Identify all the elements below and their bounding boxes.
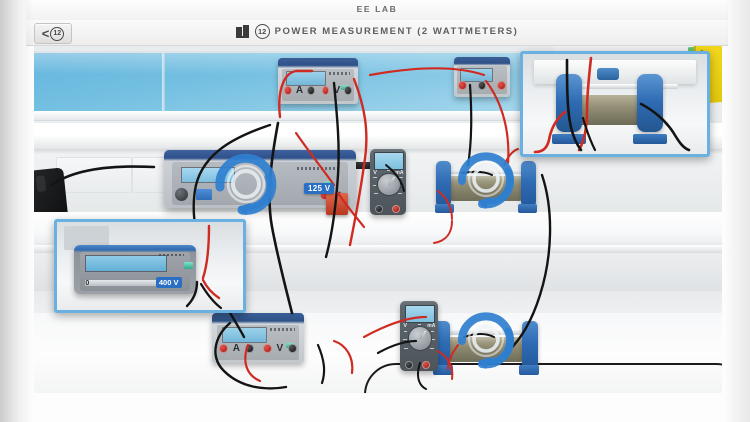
closeup-psu-led-icon <box>183 261 193 269</box>
closeup-rheostat-foot-left <box>552 134 586 144</box>
wattmeter-aux-jack-black[interactable] <box>477 80 487 90</box>
dmm-1-rotary-dial[interactable] <box>377 172 401 197</box>
rheostat-2-end-right <box>522 321 538 369</box>
back-lesson-number: 12 <box>50 26 65 41</box>
handheld-digital-multimeter-2[interactable]: V mA <box>400 301 438 371</box>
window-sill <box>34 111 554 121</box>
wattmeter-2-jack-v-black[interactable] <box>288 343 297 353</box>
closeup-rheostat-end-left <box>556 74 582 132</box>
handheld-digital-multimeter-1[interactable]: V mA <box>370 149 406 215</box>
closeup-rheostat-slider-clip[interactable] <box>596 68 619 80</box>
closeup-psu-brand <box>159 253 184 257</box>
dmm-1-jacks[interactable] <box>375 205 401 214</box>
wattmeter-2-label-v: V <box>276 342 284 354</box>
closeup-psu-voltage-tag: 400 V <box>155 276 182 288</box>
dmm-2-label-ma: mA <box>427 323 436 330</box>
wattmeter-2-jack-v-red[interactable] <box>262 343 272 353</box>
rheostat-2-foot-right <box>519 365 540 375</box>
wattmeter-1-jack-a-red[interactable] <box>284 85 292 95</box>
lesson-toolbar: < 12 12 POWER MEASUREMENT (2 WATTMETERS) <box>26 20 728 46</box>
dmm-1-jack-v[interactable] <box>392 205 401 214</box>
psu-slider[interactable] <box>196 189 213 201</box>
wattmeter-2-jack-a-black[interactable] <box>245 343 254 353</box>
right-edge-shadow <box>724 0 750 422</box>
wattmeter-1-terminals[interactable]: A V <box>284 82 352 99</box>
closeup-psu-slider-min: 0 <box>85 279 90 287</box>
cabinet-drawer-1 <box>56 157 132 193</box>
lesson-title: POWER MEASUREMENT (2 WATTMETERS) <box>274 26 519 37</box>
book-icon <box>235 25 250 38</box>
dmm-2-jack-v[interactable] <box>422 360 431 369</box>
lesson-header: 12 POWER MEASUREMENT (2 WATTMETERS) <box>26 24 728 39</box>
psu-knob[interactable] <box>175 188 189 202</box>
closeup-rheostat-rod <box>563 84 678 89</box>
lab-scene[interactable]: C B <box>34 45 722 393</box>
psu-display <box>180 166 236 184</box>
wattmeter-1-jack-v-red[interactable] <box>321 85 330 95</box>
rheostat-1-end-right <box>521 160 536 207</box>
digital-wattmeter-2[interactable]: A V <box>212 313 304 363</box>
left-edge-shadow <box>0 0 34 422</box>
dmm-2-jack-com[interactable] <box>405 360 414 369</box>
closeup-rheostat-end-right <box>637 74 663 132</box>
lesson-number-badge: 12 <box>254 24 270 39</box>
sliding-rheostat-2[interactable] <box>432 311 540 375</box>
back-button[interactable]: < 12 <box>34 23 72 44</box>
rheostat-1-end-left <box>436 160 451 207</box>
wattmeter-1-jack-v-black[interactable] <box>344 85 352 95</box>
wattmeter-1-brand <box>328 71 351 75</box>
dmm-2-dial-pointer <box>419 330 427 340</box>
dmm-1-jack-com[interactable] <box>375 205 384 214</box>
wattmeter-2-jack-a-red[interactable] <box>219 343 228 353</box>
dmm-1-display <box>374 152 404 171</box>
digital-wattmeter-1[interactable]: A V <box>278 58 358 104</box>
wattmeter-2-brand <box>270 328 296 332</box>
closeup-rheostat-foot-right <box>633 134 667 144</box>
dmm-2-jacks[interactable] <box>405 360 431 369</box>
wattmeter-1-label-v: V <box>333 84 341 96</box>
shunt-resistor-block[interactable] <box>326 193 348 215</box>
app-title: EE LAB <box>356 4 398 14</box>
chevron-left-icon: < <box>41 25 50 41</box>
wattmeter-2-label-a: A <box>232 342 241 354</box>
wattmeter-2-terminals[interactable]: A V <box>219 339 297 357</box>
dmm-2-rotary-dial[interactable] <box>407 326 433 351</box>
wattmeter-aux-terminals[interactable] <box>458 78 506 93</box>
wattmeter-aux-jack-red2[interactable] <box>497 80 506 90</box>
wattmeter-1-label-a: A <box>295 84 304 96</box>
psu-voltage-tag: 125 V <box>304 183 335 194</box>
dmm-2-display <box>404 304 436 324</box>
rheostat-1-foot-left <box>435 203 454 213</box>
power-supply-closeup-inset[interactable]: 0 400 V <box>54 219 246 313</box>
app-bar: EE LAB <box>26 0 728 21</box>
rheostat-1-foot-right <box>518 203 537 213</box>
digital-wattmeter-aux[interactable] <box>454 57 510 97</box>
upper-bench-lip <box>34 245 722 253</box>
dmm-1-dial-pointer <box>388 176 396 186</box>
closeup-psu-display <box>85 254 167 272</box>
psu-brand-label <box>297 166 340 170</box>
closeup-psu-slider-track[interactable] <box>84 278 184 288</box>
closeup-power-supply[interactable]: 0 400 V <box>73 244 197 295</box>
sliding-rheostat-1[interactable] <box>435 151 537 213</box>
wattmeter-1-jack-a-black[interactable] <box>307 85 315 95</box>
dmm-1-label-v: V <box>373 170 377 177</box>
rheostat-closeup-inset[interactable] <box>520 51 710 157</box>
wattmeter-aux-jack-red[interactable] <box>458 80 467 90</box>
